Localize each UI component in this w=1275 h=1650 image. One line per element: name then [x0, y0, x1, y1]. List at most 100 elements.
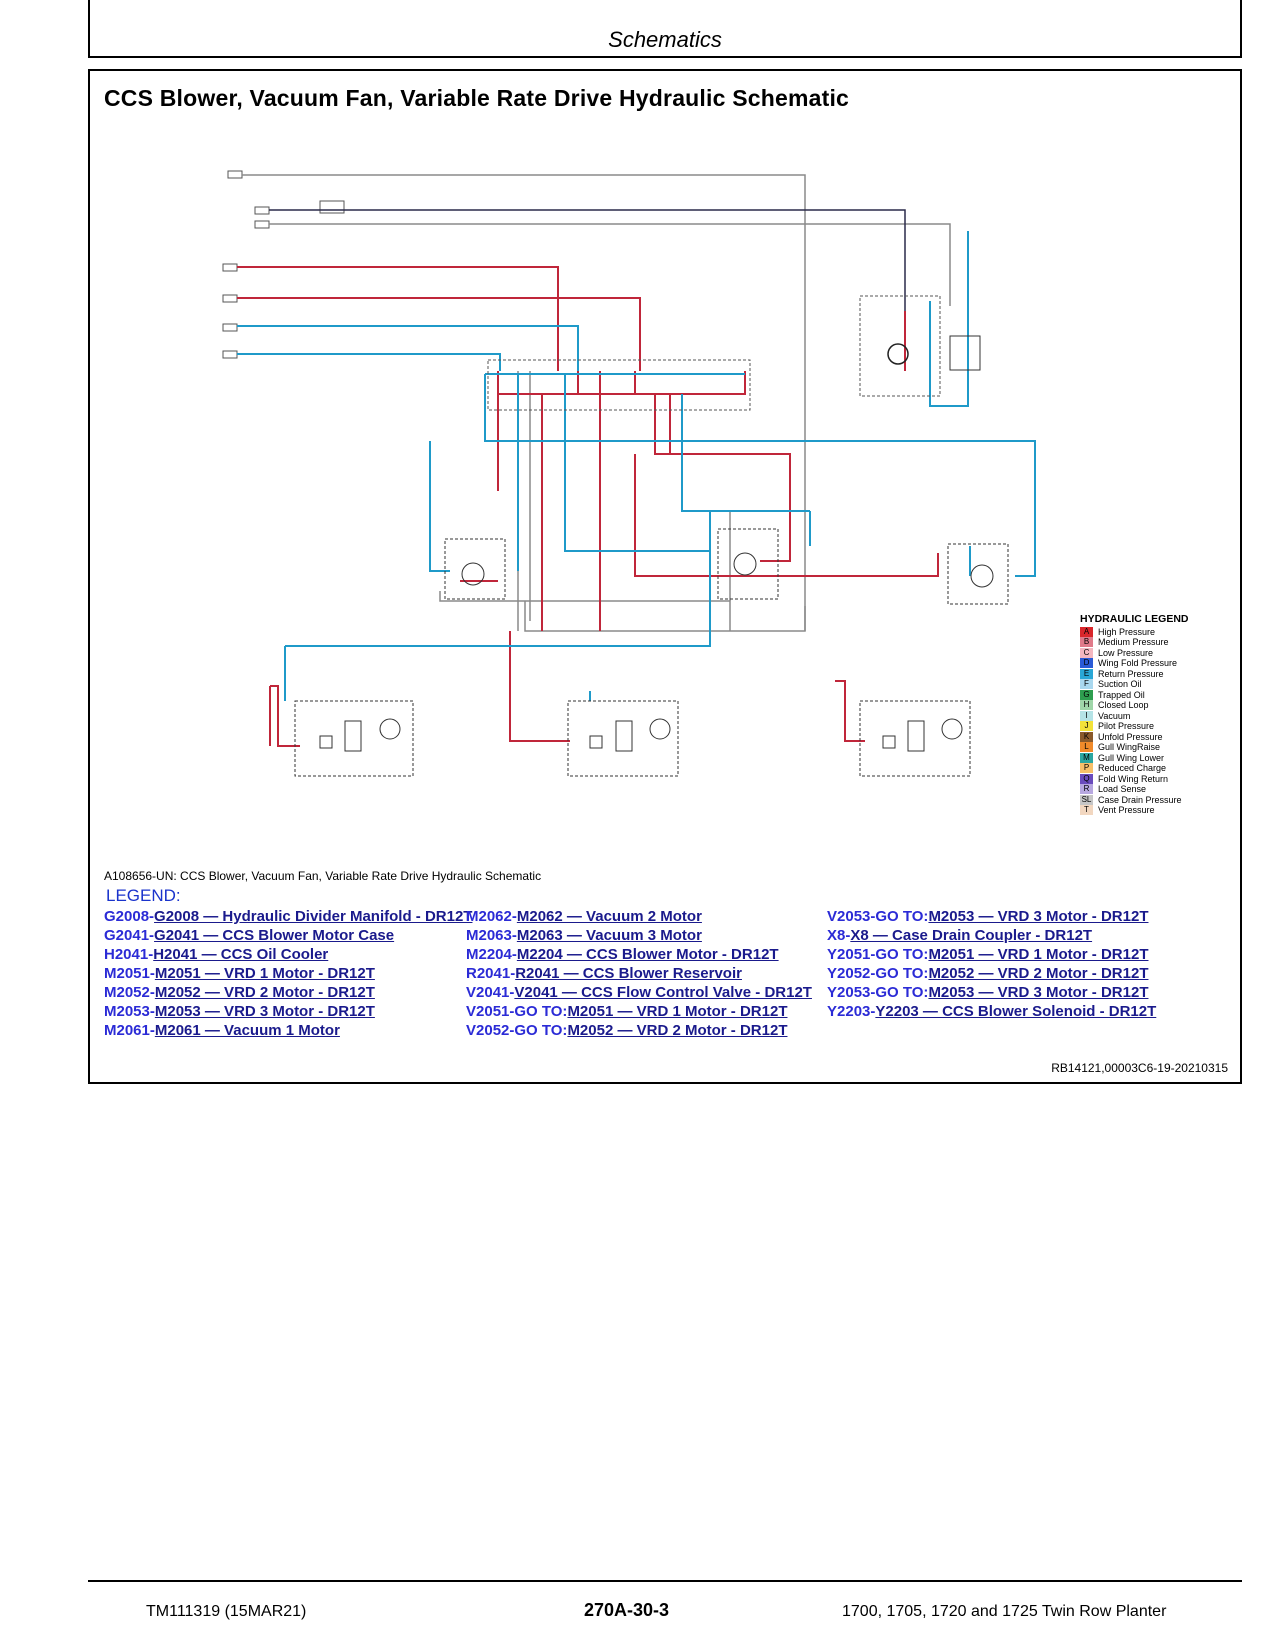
legend-entry-link[interactable]: G2041 — CCS Blower Motor Case: [154, 927, 395, 944]
legend-entry-link[interactable]: M2063 — Vacuum 3 Motor: [516, 927, 702, 944]
legend-entry-link[interactable]: M2053 — VRD 3 Motor - DR12T: [154, 1003, 375, 1020]
legend-entry: M2052-M2052 — VRD 2 Motor - DR12T: [104, 983, 449, 1002]
legend-swatch-label: High Pressure: [1098, 626, 1156, 637]
legend-swatch-label: Vent Pressure: [1098, 805, 1155, 815]
legend-entry-link[interactable]: M2053 — VRD 3 Motor - DR12T: [928, 908, 1149, 925]
oil-cooler-symbol: [949, 335, 981, 371]
section-title: Schematics: [608, 27, 722, 52]
legend-swatch-label: Load Sense: [1098, 784, 1147, 794]
legend-entry: Y2052-GO TO:M2052 — VRD 2 Motor - DR12T: [827, 964, 1172, 983]
legend-entry-key: V2051-GO TO:: [466, 1003, 568, 1020]
legend-entry-key: M2063-: [466, 927, 517, 944]
legend-entry: Y2051-GO TO:M2051 — VRD 1 Motor - DR12T: [827, 945, 1172, 964]
legend-entry-key: M2052-: [104, 984, 155, 1001]
hydraulic-legend-item: SL Case Drain Pressure: [1080, 795, 1189, 806]
hydraulic-legend-item: H Closed Loop: [1080, 700, 1189, 711]
legend-swatch: K: [1080, 731, 1093, 742]
hydraulic-legend-item: R Load Sense: [1080, 784, 1189, 795]
legend-entry-link[interactable]: M2051 — VRD 1 Motor - DR12T: [154, 965, 375, 982]
legend-swatch-label: Unfold Pressure: [1098, 731, 1163, 742]
legend-entry-key: M2053-: [104, 1003, 155, 1020]
legend-swatch-label: Return Pressure: [1098, 668, 1164, 679]
legend-swatch: P: [1080, 763, 1093, 774]
legend-entry-link[interactable]: M2051 — VRD 1 Motor - DR12T: [928, 946, 1149, 963]
legend-entry-link[interactable]: G2008 — Hydraulic Divider Manifold - DR1…: [154, 908, 473, 925]
legend-entry-key: V2052-GO TO:: [466, 1022, 568, 1039]
legend-swatch-label: Fold Wing Return: [1098, 773, 1169, 784]
legend-entry-link[interactable]: M2051 — VRD 1 Motor - DR12T: [567, 1003, 788, 1020]
legend-swatch: G: [1080, 689, 1093, 700]
legend-entry-link[interactable]: V2041 — CCS Flow Control Valve - DR12T: [514, 984, 812, 1001]
hydraulic-legend-item: K Unfold Pressure: [1080, 732, 1189, 743]
legend-swatch: SL: [1080, 794, 1093, 805]
content-frame: CCS Blower, Vacuum Fan, Variable Rate Dr…: [88, 69, 1242, 1084]
legend-entry-key: Y2203-: [827, 1003, 876, 1020]
legend-swatch-label: Gull Wing Lower: [1098, 752, 1165, 763]
legend-entry-link[interactable]: R2041 — CCS Blower Reservoir: [515, 965, 742, 982]
hydraulic-legend-item: D Wing Fold Pressure: [1080, 658, 1189, 669]
legend-entry-key: H2041-: [104, 946, 154, 963]
legend-swatch: M: [1080, 752, 1093, 763]
legend-entry-link[interactable]: X8 — Case Drain Coupler - DR12T: [850, 927, 1093, 944]
legend-entry: M2051-M2051 — VRD 1 Motor - DR12T: [104, 964, 449, 983]
legend-entry-key: G2041-: [104, 927, 155, 944]
legend-entry-link[interactable]: M2062 — Vacuum 2 Motor: [516, 908, 702, 925]
legend-entry-link[interactable]: M2052 — VRD 2 Motor - DR12T: [928, 965, 1149, 982]
legend-entry-link[interactable]: Y2203 — CCS Blower Solenoid - DR12T: [875, 1003, 1157, 1020]
manual-number: TM111319 (15MAR21): [146, 1603, 307, 1620]
legend-entry: V2052-GO TO:M2052 — VRD 2 Motor - DR12T: [466, 1021, 811, 1040]
legend-swatch-label: Trapped Oil: [1098, 689, 1145, 700]
legend-entry-link[interactable]: M2052 — VRD 2 Motor - DR12T: [567, 1022, 788, 1039]
legend-swatch-label: Low Pressure: [1098, 647, 1154, 658]
hydraulic-legend-item: A High Pressure: [1080, 627, 1189, 638]
legend-swatch: H: [1080, 700, 1093, 711]
legend-swatch-label: Closed Loop: [1098, 700, 1149, 710]
legend-entry-link[interactable]: M2052 — VRD 2 Motor - DR12T: [154, 984, 375, 1001]
legend-entry: M2053-M2053 — VRD 3 Motor - DR12T: [104, 1002, 449, 1021]
page-header: Schematics: [88, 0, 1242, 58]
legend-swatch: A: [1080, 626, 1093, 637]
divider-manifold: [487, 359, 751, 411]
legend-swatch: D: [1080, 658, 1093, 669]
legend-entry: M2062-M2062 — Vacuum 2 Motor: [466, 907, 811, 926]
legend-entry: R2041-R2041 — CCS Blower Reservoir: [466, 964, 811, 983]
legend-entry-link[interactable]: M2061 — Vacuum 1 Motor: [154, 1022, 340, 1039]
legend-entry: V2053-GO TO:M2053 — VRD 3 Motor - DR12T: [827, 907, 1172, 926]
hydraulic-schematic: [222, 170, 1036, 777]
legend-title: LEGEND:: [106, 886, 181, 905]
vacuum-motors: [444, 528, 1009, 605]
legend-entry: G2041-G2041 — CCS Blower Motor Case: [104, 926, 449, 945]
legend-swatch-label: Wing Fold Pressure: [1098, 658, 1178, 668]
legend-swatch: C: [1080, 647, 1093, 658]
footer-divider: [88, 1580, 1242, 1582]
model-name: 1700, 1705, 1720 and 1725 Twin Row Plant…: [842, 1603, 1167, 1620]
legend-entry-link[interactable]: M2204 — CCS Blower Motor - DR12T: [516, 946, 779, 963]
legend-entry-key: V2041-: [466, 984, 515, 1001]
legend-entry: X8-X8 — Case Drain Coupler - DR12T: [827, 926, 1172, 945]
legend-entry-key: M2204-: [466, 946, 517, 963]
vrd-units: [294, 700, 971, 777]
legend-column-1: G2008-G2008 — Hydraulic Divider Manifold…: [104, 907, 472, 1040]
legend-entry-link[interactable]: M2053 — VRD 3 Motor - DR12T: [928, 984, 1149, 1001]
blower-motor-symbol: [887, 343, 909, 365]
page-number: 270A-30-3: [584, 1600, 670, 1620]
legend-entry: G2008-G2008 — Hydraulic Divider Manifold…: [104, 907, 472, 926]
legend-swatch: R: [1080, 784, 1093, 795]
hydraulic-legend-item: M Gull Wing Lower: [1080, 753, 1189, 764]
legend-swatch-label: Case Drain Pressure: [1098, 794, 1182, 805]
legend-entry-key: V2053-GO TO:: [827, 908, 929, 925]
legend-entry-link[interactable]: H2041 — CCS Oil Cooler: [153, 946, 329, 963]
figure-caption: A108656-UN: CCS Blower, Vacuum Fan, Vari…: [104, 869, 542, 883]
legend-entry: V2051-GO TO:M2051 — VRD 1 Motor - DR12T: [466, 1002, 811, 1021]
legend-swatch: F: [1080, 679, 1093, 690]
legend-swatch-label: Pilot Pressure: [1098, 721, 1155, 731]
